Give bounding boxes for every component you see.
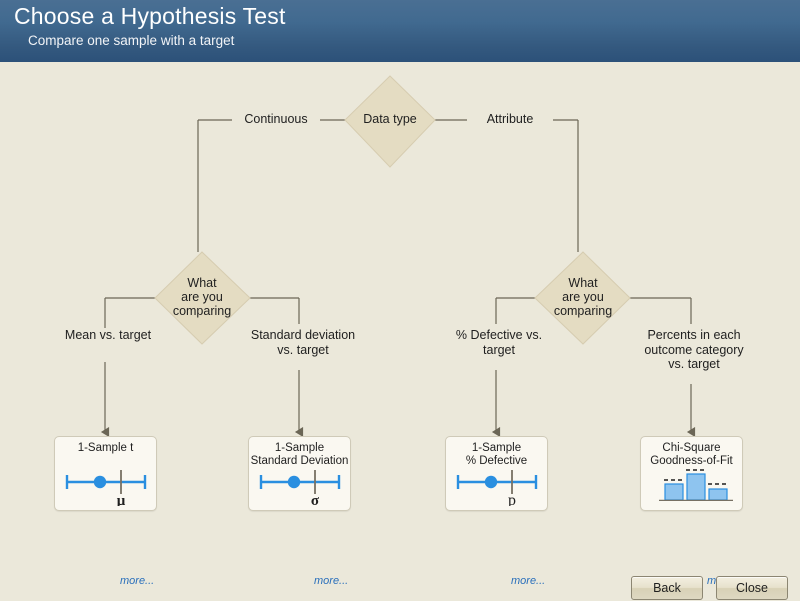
result-card-title: 1-Sample % Defective: [465, 442, 528, 467]
result-card-title: Chi-Square Goodness-of-Fit: [650, 442, 733, 467]
result-card-title: 1-Sample Standard Deviation: [250, 442, 349, 467]
bar-chart-icon: [659, 469, 733, 502]
back-button[interactable]: Back: [631, 576, 703, 600]
page-subtitle: Compare one sample with a target: [28, 33, 235, 48]
edge-label-attribute: Attribute: [467, 112, 553, 127]
diamond-decision-right: [534, 251, 631, 345]
edge-label-continuous: Continuous: [232, 112, 320, 127]
diamond-decision-left: [154, 251, 251, 345]
window-header: Choose a Hypothesis Test Compare one sam…: [0, 0, 800, 62]
edge-label-mean-vs-target: Mean vs. target: [46, 328, 170, 343]
result-card-1-sample-stdev[interactable]: 1-Sample Standard Deviation σ: [248, 436, 351, 511]
flowchart-connectors: [100, 75, 696, 438]
parameter-symbol: p: [508, 492, 516, 506]
diamond-data-type: [344, 75, 436, 168]
result-card-1-sample-t[interactable]: 1-Sample t μ: [54, 436, 157, 511]
edge-label-stdev-vs-target: Standard deviation vs. target: [238, 328, 368, 357]
interval-plot-icon: p: [456, 470, 538, 506]
parameter-symbol: μ: [117, 493, 126, 506]
more-link-1-sample-t[interactable]: more...: [120, 575, 155, 587]
interval-plot-icon: μ: [65, 470, 147, 506]
more-link-1-sample-stdev[interactable]: more...: [314, 575, 349, 587]
page-title: Choose a Hypothesis Test: [14, 3, 286, 29]
more-link-1-sample-pct-defective[interactable]: more...: [511, 575, 546, 587]
edge-label-percents-category-vs-target: Percents in each outcome category vs. ta…: [629, 328, 759, 372]
edge-label-pct-defective-vs-target: % Defective vs. target: [437, 328, 561, 357]
close-button[interactable]: Close: [716, 576, 788, 600]
result-card-title: 1-Sample t: [77, 442, 134, 454]
parameter-symbol: σ: [311, 493, 320, 506]
result-card-chi-square-gof[interactable]: Chi-Square Goodness-of-Fit: [640, 436, 743, 511]
result-card-1-sample-pct-defective[interactable]: 1-Sample % Defective p: [445, 436, 548, 511]
flowchart-canvas: Data type What are you comparing What ar…: [0, 62, 800, 601]
interval-plot-icon: σ: [259, 470, 341, 506]
